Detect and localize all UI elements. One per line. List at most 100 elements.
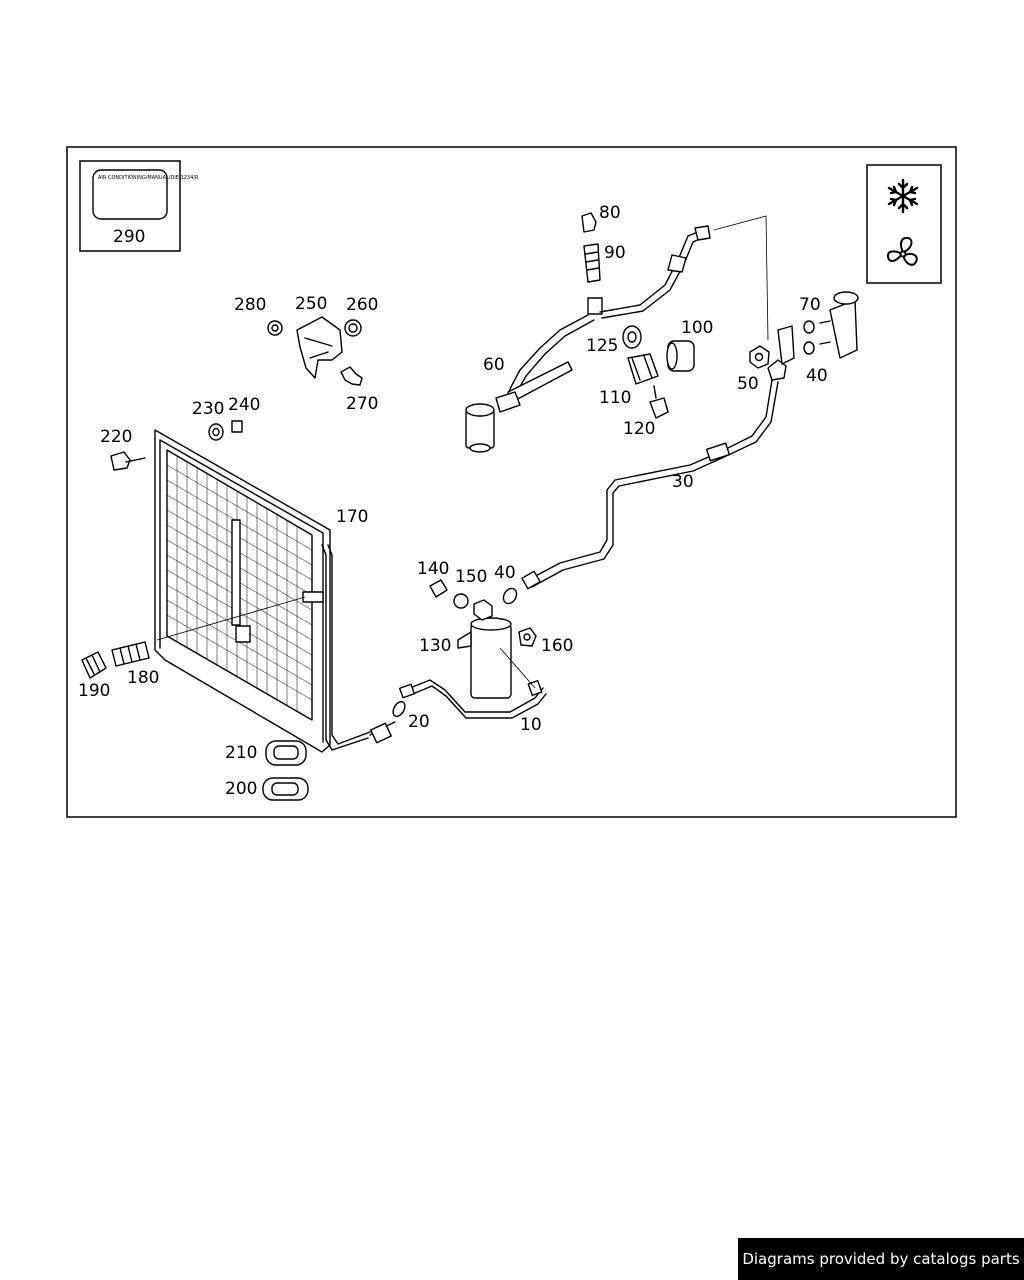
callout-20: 20 (408, 712, 430, 732)
callout-60: 60 (483, 355, 505, 375)
condenser-170 (154, 429, 371, 753)
drain-fittings (81, 641, 150, 679)
callout-110: 110 (599, 388, 631, 408)
oring-150 (453, 593, 469, 609)
callout-labels: 10 20 30 40 40 50 60 70 80 90 100 110 12… (78, 203, 828, 799)
pipe-30 (527, 379, 773, 581)
pipe-60-end (694, 225, 711, 241)
leader-10 (499, 647, 536, 689)
callout-170: 170 (336, 507, 368, 527)
receiver-drier-130 (429, 579, 537, 699)
callout-40-lower: 40 (494, 563, 516, 583)
drier-head (473, 599, 493, 621)
pipe-nut (370, 722, 392, 744)
fasteners-left (110, 420, 243, 471)
leader-bracket (713, 215, 769, 341)
fan-switch-group (622, 325, 695, 419)
callout-260: 260 (346, 295, 378, 315)
callout-40-upper: 40 (806, 366, 828, 386)
callout-140: 140 (417, 559, 449, 579)
fitting-180-threads (119, 643, 141, 665)
callout-100: 100 (681, 318, 713, 338)
diagram-frame (66, 146, 957, 818)
pipe-10 (404, 679, 544, 713)
symbol-box (866, 164, 942, 284)
condenser-frame (154, 429, 331, 753)
callout-270: 270 (346, 394, 378, 414)
callout-130: 130 (419, 636, 451, 656)
callout-280: 280 (234, 295, 266, 315)
expansion-valve-cap (833, 291, 859, 305)
switch-140 (429, 579, 448, 598)
pipe-30-b (531, 381, 779, 588)
pipe-10-b (407, 685, 547, 719)
callout-150: 150 (455, 567, 487, 587)
snowflake-icon (887, 178, 919, 214)
bracket-110-detail (631, 355, 653, 381)
callout-200: 200 (225, 779, 257, 799)
bolt-220-head (110, 451, 131, 471)
pipe-60-lower (505, 314, 589, 399)
nut-280-hole (271, 324, 279, 332)
callout-220: 220 (100, 427, 132, 447)
valve-cap-80 (581, 212, 597, 233)
callout-240: 240 (228, 395, 260, 415)
plate-part-number: 290 (113, 227, 145, 247)
pipe-30-nut (521, 570, 541, 590)
grommet-125-hole (627, 331, 637, 343)
seal-210-inner (273, 745, 299, 760)
expansion-valve-70 (829, 299, 858, 359)
callout-90: 90 (604, 243, 626, 263)
plate-text: AIR CONDITIONING/MANUAL/DIE 1234/R (98, 175, 199, 181)
nut-160-hole (523, 633, 531, 641)
symbol-box-frame (866, 164, 942, 284)
leader-180 (156, 596, 306, 641)
drier-top (470, 617, 512, 631)
callout-120: 120 (623, 419, 655, 439)
bracket-group (267, 316, 363, 386)
clip-240 (231, 420, 243, 433)
inset-box (79, 160, 181, 252)
callout-70: 70 (799, 295, 821, 315)
oring-20 (392, 700, 406, 718)
pressure-housing-top (465, 403, 495, 417)
bracket-250 (296, 316, 343, 379)
callout-250: 250 (295, 294, 327, 314)
bolt-120 (649, 397, 669, 419)
pipe-60-joint (667, 254, 687, 273)
muffler (507, 361, 573, 403)
service-port (587, 297, 603, 315)
pipe-60-assembly (465, 212, 711, 453)
callout-50: 50 (737, 374, 759, 394)
pipe-10-nut-left (398, 683, 416, 699)
callout-210: 210 (225, 743, 257, 763)
bolt-120-shank (653, 385, 657, 399)
callout-190: 190 (78, 681, 110, 701)
callout-160: 160 (541, 636, 573, 656)
pressure-housing-base (469, 443, 491, 453)
seal-200-inner (271, 782, 299, 796)
callout-30: 30 (672, 472, 694, 492)
condenser-pipe (321, 544, 369, 751)
label-plate-inset: AIR CONDITIONING/MANUAL/DIE 1234/R 290 (79, 160, 199, 252)
bolt-270 (340, 366, 363, 386)
fan-icon (886, 236, 918, 266)
switch-100-face (666, 342, 678, 370)
pipe-10-assembly (369, 679, 547, 744)
oring-40-lower (502, 587, 518, 605)
pipe-60-upper-b (601, 235, 707, 319)
callout-125: 125 (586, 336, 618, 356)
condenser-inner-edge (159, 439, 324, 743)
bracket-110 (627, 353, 659, 385)
callout-180: 180 (127, 668, 159, 688)
pipe-60-fitting (495, 391, 521, 413)
condenser-port (302, 591, 324, 603)
condenser-bracket (235, 625, 251, 643)
pipe-30-assembly (502, 359, 787, 605)
washer-230-hole (212, 427, 220, 437)
callout-10: 10 (520, 715, 542, 735)
label-plate (92, 169, 168, 220)
condenser-pipe-2 (327, 544, 371, 745)
grommet-260-hole (348, 323, 358, 333)
